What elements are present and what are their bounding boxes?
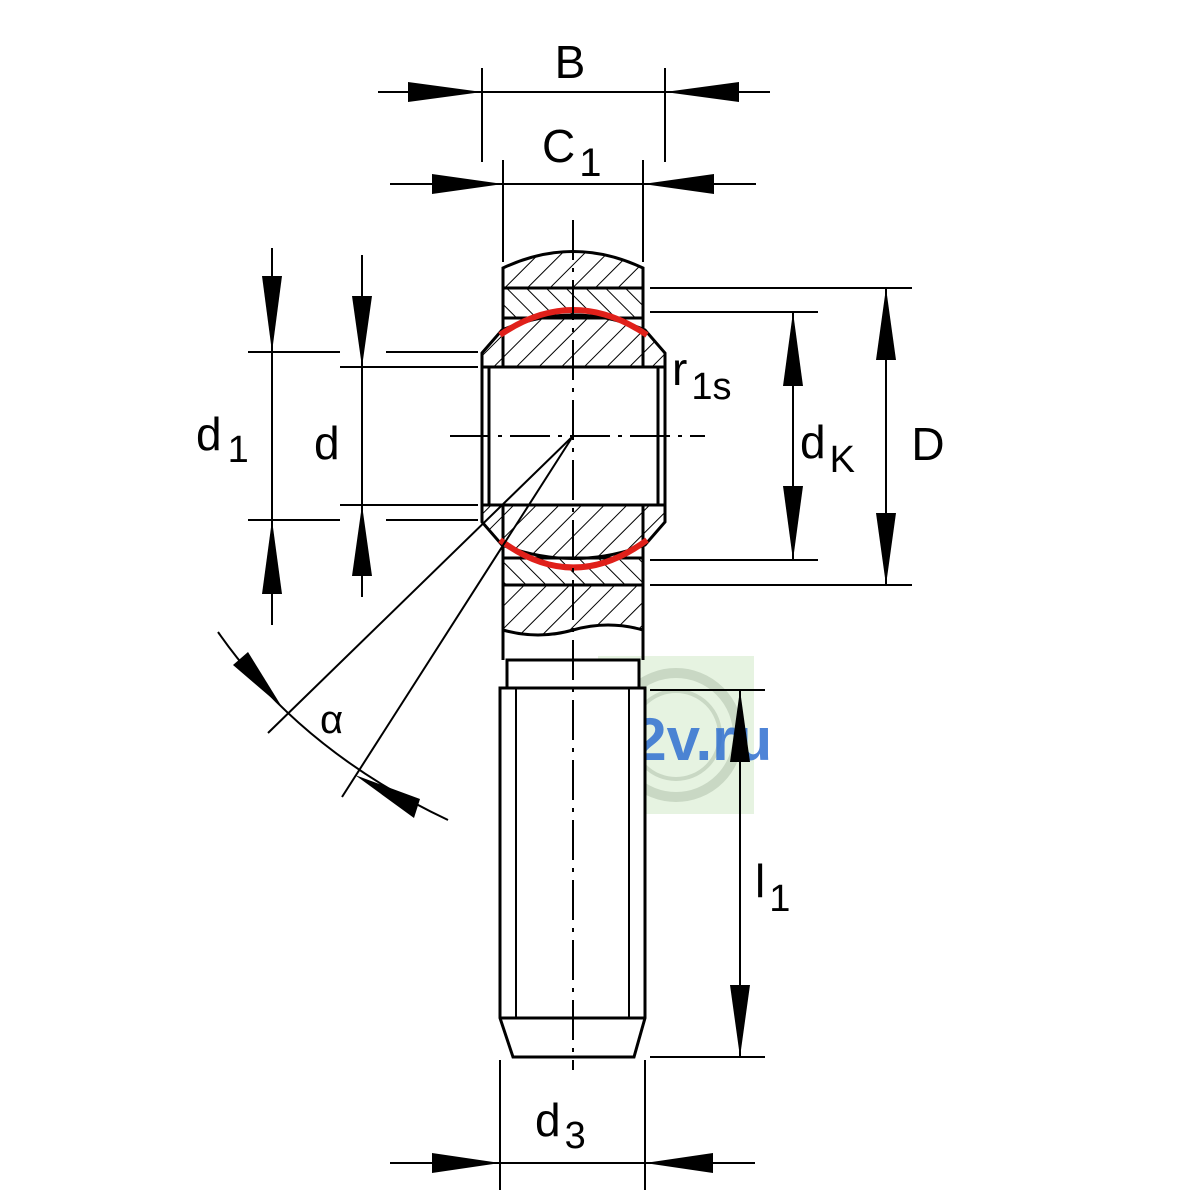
label-B: B bbox=[555, 36, 586, 88]
label-d: d bbox=[314, 417, 340, 469]
label-D: D bbox=[911, 418, 944, 470]
housing-head bbox=[501, 250, 645, 660]
label-alpha: α bbox=[320, 698, 343, 742]
arrowheads bbox=[233, 82, 896, 1173]
center-lines bbox=[450, 220, 705, 1070]
